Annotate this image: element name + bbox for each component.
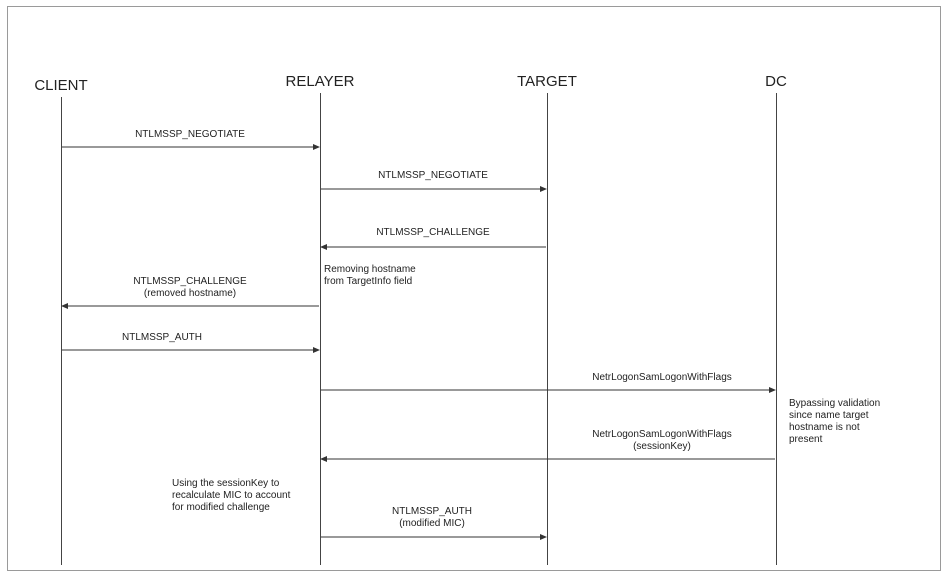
lifeline-relayer: [320, 93, 321, 565]
note-removing-line1: Removing hostname: [324, 264, 416, 275]
msg-samlogon-2: NetrLogonSamLogonWithFlags (sessionKey): [592, 429, 732, 453]
note-removing-line2: from TargetInfo field: [324, 276, 413, 287]
note-removing-hostname: Removing hostname from TargetInfo field: [324, 264, 416, 288]
msg-auth-2-line2: (modified MIC): [399, 518, 465, 529]
actor-dc-label: DC: [765, 73, 787, 90]
note-bypass-line2: since name target: [789, 410, 869, 421]
lifeline-dc: [776, 93, 777, 565]
msg-challenge-2-line2: (removed hostname): [143, 288, 237, 299]
msg-samlogon-2-line1: NetrLogonSamLogonWithFlags: [592, 429, 732, 440]
msg-samlogon-1: NetrLogonSamLogonWithFlags: [592, 372, 732, 383]
actor-target-label: TARGET: [517, 73, 577, 90]
note-session-line3: for modified challenge: [172, 502, 270, 513]
msg-auth-2-line1: NTLMSSP_AUTH: [391, 506, 473, 517]
note-bypass-line4: present: [789, 434, 823, 445]
note-session-line1: Using the sessionKey to: [172, 478, 280, 489]
note-bypass-line1: Bypassing validation: [789, 398, 881, 409]
lifeline-target: [547, 93, 548, 565]
msg-auth-1: NTLMSSP_AUTH: [121, 332, 203, 343]
msg-negotiate-2: NTLMSSP_NEGOTIATE: [378, 170, 488, 181]
lifeline-client: [61, 97, 62, 565]
msg-negotiate-1: NTLMSSP_NEGOTIATE: [135, 129, 245, 140]
actor-client-label: CLIENT: [34, 77, 88, 94]
msg-challenge-1: NTLMSSP_CHALLENGE: [376, 227, 490, 238]
diagram-frame: [7, 6, 941, 571]
note-session-key: Using the sessionKey to recalculate MIC …: [172, 478, 290, 514]
note-bypassing-validation: Bypassing validation since name target h…: [789, 398, 880, 446]
msg-samlogon-2-line2: (sessionKey): [633, 441, 691, 452]
msg-auth-2: NTLMSSP_AUTH (modified MIC): [392, 506, 472, 530]
note-bypass-line3: hostname is not: [789, 422, 860, 433]
actor-relayer-label: RELAYER: [285, 73, 355, 90]
note-session-line2: recalculate MIC to account: [172, 490, 291, 501]
msg-challenge-2: NTLMSSP_CHALLENGE (removed hostname): [133, 276, 246, 300]
msg-challenge-2-line1: NTLMSSP_CHALLENGE: [133, 276, 247, 287]
